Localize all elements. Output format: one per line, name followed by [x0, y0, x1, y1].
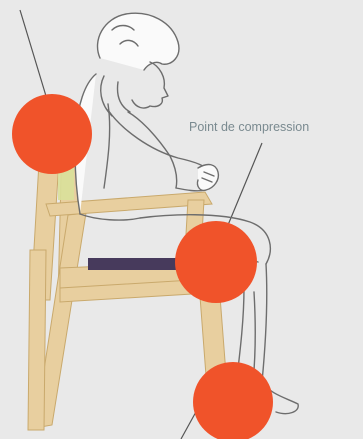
- compression-marker-heel: [193, 362, 273, 439]
- leader-line-compression: [228, 143, 262, 225]
- leader-line-top-left: [20, 10, 46, 96]
- compression-point-label: Point de compression: [189, 120, 309, 134]
- compression-marker-thigh: [175, 221, 257, 303]
- leader-line-bottom: [181, 410, 197, 439]
- compression-marker-upper-back: [12, 94, 92, 174]
